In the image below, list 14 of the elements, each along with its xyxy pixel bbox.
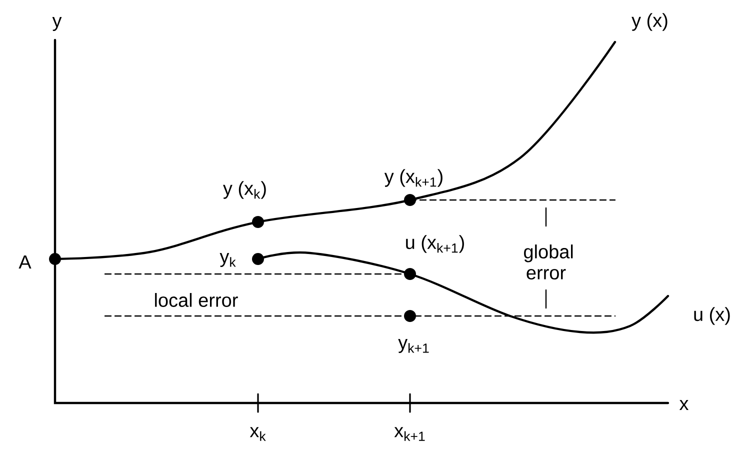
error-label: global error	[524, 244, 573, 280]
point-label: y (x$_{k}$)	[223, 181, 266, 199]
axis-label: x	[679, 400, 689, 410]
point-label: y$_{k+1}$	[398, 339, 429, 353]
tick-label: x$_{k}$	[250, 427, 266, 441]
point-label: u (x$_{k+1}$)	[406, 235, 464, 253]
point-label: y (x$_{k+1}$)	[384, 169, 442, 187]
point-label: y$_{k}$	[220, 253, 236, 267]
point-label: A	[18, 255, 32, 269]
curve-label: y (x)	[632, 13, 668, 31]
curve-label: u (x)	[694, 307, 730, 325]
axis-label: y	[52, 17, 62, 31]
error-label: local error	[155, 293, 238, 307]
tick-label: x$_{k+1}$	[394, 427, 425, 441]
